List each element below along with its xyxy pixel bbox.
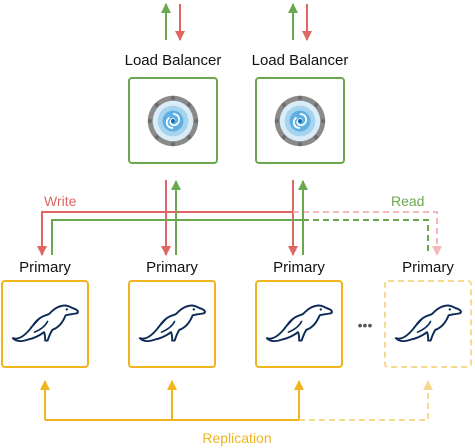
write-bus-faded xyxy=(293,211,442,256)
primary3-box[interactable] xyxy=(255,280,343,368)
portal-swirl-icon xyxy=(273,94,327,148)
lb2-external-arrows xyxy=(288,3,312,41)
read-label: Read xyxy=(391,193,424,209)
portal-swirl-icon xyxy=(146,94,200,148)
write-flow xyxy=(37,180,442,256)
primary4-box[interactable] xyxy=(384,280,472,368)
read-flow xyxy=(51,180,429,255)
primary2-box[interactable] xyxy=(128,280,216,368)
read-bus-faded xyxy=(303,219,429,255)
read-bus xyxy=(51,219,303,255)
primary4-label: Primary xyxy=(402,259,454,276)
replication-label: Replication xyxy=(202,430,271,446)
primary1-label: Primary xyxy=(19,259,71,276)
replication-bus-faded xyxy=(299,380,433,421)
write-bus xyxy=(37,211,293,256)
lb2-label: Load Balancer xyxy=(252,52,349,69)
primary1-box[interactable] xyxy=(1,280,89,368)
lb1-external-arrows xyxy=(161,3,185,41)
replication-flow xyxy=(40,380,433,421)
lb1-label: Load Balancer xyxy=(125,52,222,69)
primary2-label: Primary xyxy=(146,259,198,276)
write-label: Write xyxy=(44,193,77,209)
ellipsis: ••• xyxy=(358,317,373,333)
primary3-label: Primary xyxy=(273,259,325,276)
